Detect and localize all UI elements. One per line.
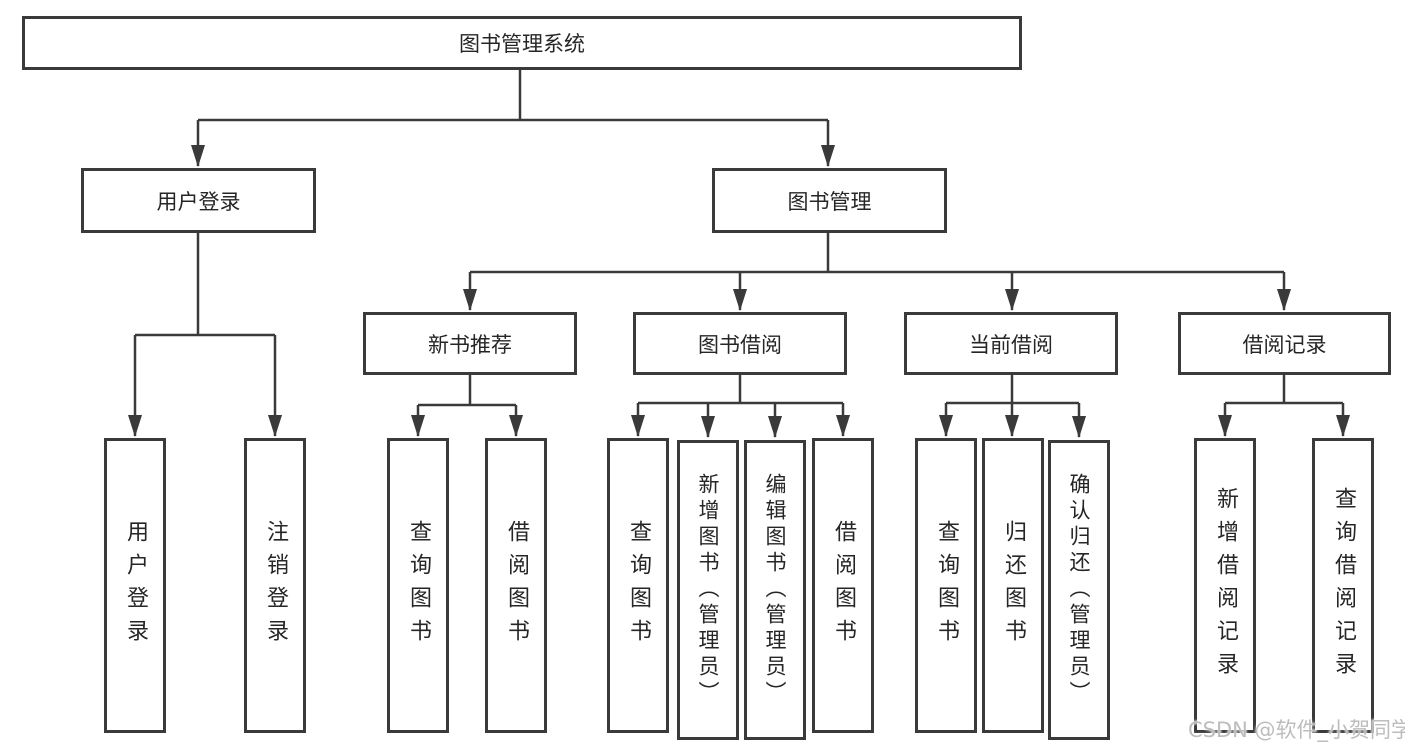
leaf-borrow-books: 借阅图书 [812, 438, 874, 733]
node-book-borrow-label: 图书借阅 [698, 332, 782, 357]
leaf-query-borrow-record: 查询借阅记录 [1312, 438, 1374, 733]
node-borrow-records: 借阅记录 [1178, 312, 1391, 375]
leaf-return-books-label: 归还图书 [1001, 519, 1026, 652]
leaf-edit-book-admin-label: 编辑图书（管理员） [763, 473, 787, 707]
node-user-login-label: 用户登录 [156, 189, 241, 214]
leaf-user-login: 用户登录 [104, 438, 166, 733]
leaf-borrow-books-label: 借阅图书 [831, 519, 856, 652]
leaf-add-book-admin: 新增图书（管理员） [677, 440, 739, 740]
leaf-borrow-query-books: 查询图书 [607, 438, 669, 733]
node-root-system-label: 图书管理系统 [459, 32, 585, 56]
node-borrow-records-label: 借阅记录 [1242, 332, 1327, 357]
leaf-recommend-borrow-books: 借阅图书 [485, 438, 547, 733]
leaf-return-books: 归还图书 [982, 438, 1044, 733]
csdn-watermark: CSDN @软件_小贺同学 [1188, 718, 1405, 742]
leaf-add-book-admin-label: 新增图书（管理员） [696, 473, 720, 707]
node-root-system: 图书管理系统 [22, 16, 1022, 70]
leaf-confirm-return-admin: 确认归还（管理员） [1048, 440, 1110, 740]
leaf-confirm-return-admin-label: 确认归还（管理员） [1067, 473, 1091, 707]
leaf-add-borrow-record: 新增借阅记录 [1194, 438, 1256, 733]
node-book-management-label: 图书管理 [787, 189, 872, 214]
node-new-book-recommend-label: 新书推荐 [428, 332, 512, 357]
leaf-recommend-borrow-books-label: 借阅图书 [504, 519, 529, 652]
node-book-management: 图书管理 [712, 168, 947, 233]
leaf-user-login-label: 用户登录 [123, 519, 148, 652]
node-current-borrow-label: 当前借阅 [969, 332, 1053, 357]
leaf-add-borrow-record-label: 新增借阅记录 [1213, 486, 1238, 685]
node-new-book-recommend: 新书推荐 [363, 312, 577, 375]
leaf-edit-book-admin: 编辑图书（管理员） [744, 440, 806, 740]
leaf-logout: 注销登录 [244, 438, 306, 733]
leaf-borrow-query-books-label: 查询图书 [626, 519, 651, 652]
node-user-login: 用户登录 [81, 168, 316, 233]
node-current-borrow: 当前借阅 [904, 312, 1118, 375]
leaf-current-query-books: 查询图书 [915, 438, 977, 733]
leaf-query-borrow-record-label: 查询借阅记录 [1331, 486, 1356, 685]
leaf-current-query-books-label: 查询图书 [934, 519, 959, 652]
leaf-logout-label: 注销登录 [263, 519, 288, 652]
node-book-borrow: 图书借阅 [633, 312, 847, 375]
leaf-recommend-query-books: 查询图书 [387, 438, 449, 733]
leaf-recommend-query-books-label: 查询图书 [406, 519, 431, 652]
